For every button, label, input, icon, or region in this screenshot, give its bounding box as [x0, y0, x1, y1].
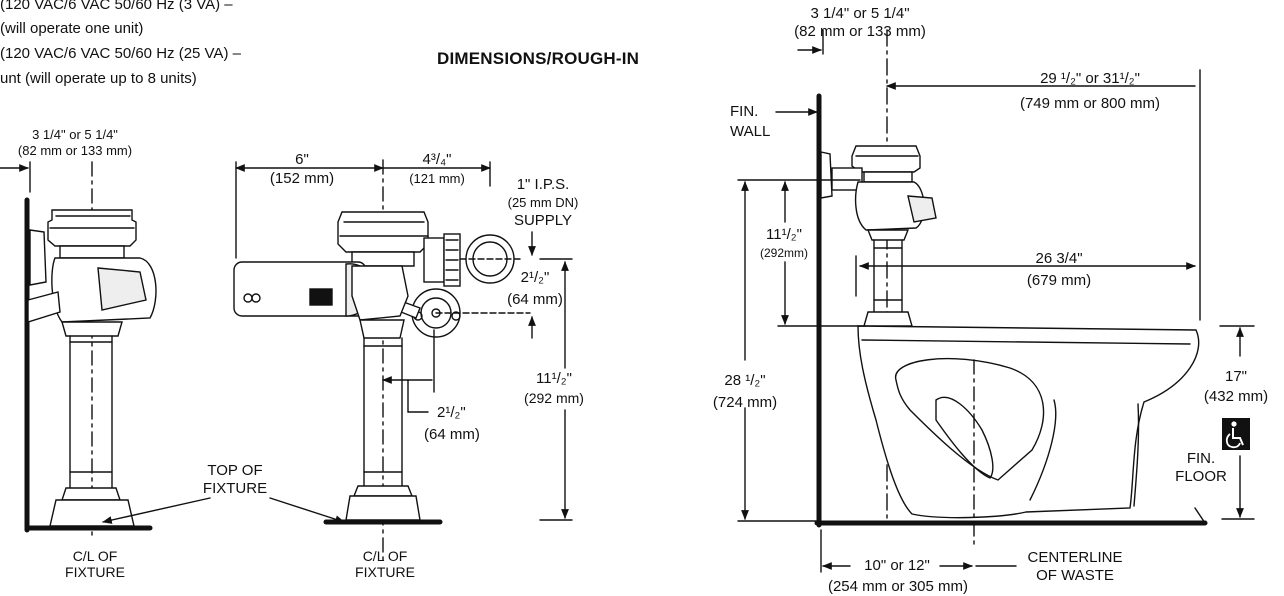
- rim-height-metric: (432 mm): [1203, 388, 1269, 405]
- supply-label-2: (25 mm DN): [507, 195, 579, 210]
- note-line-4: unt (will operate up to 8 units): [0, 70, 197, 87]
- side-offset-metric: (82 mm or 133 mm): [17, 143, 133, 158]
- supply-drop-metric: (64 mm): [507, 291, 563, 308]
- top-of-fixture-label-2: FIXTURE: [202, 480, 268, 497]
- supply-drop-imperial: 2¹/₂": [520, 269, 550, 286]
- centerline-waste-label-2: OF WASTE: [1036, 567, 1114, 584]
- front-view: [102, 159, 573, 561]
- front-centerline-label-1: C/L OF: [362, 548, 408, 564]
- front-right-imperial: 4³/₄": [422, 151, 452, 168]
- fin-floor-label-1: FIN.: [1186, 450, 1216, 467]
- waste-offset-imperial: 10" or 12": [864, 557, 930, 574]
- page-title: DIMENSIONS/ROUGH-IN: [437, 49, 640, 68]
- side-offset-imperial: 3 1/4" or 5 1/4": [32, 127, 118, 142]
- front-width-metric: (152 mm): [269, 170, 335, 187]
- front-height-metric: (292 mm): [524, 390, 584, 406]
- side-centerline-label-2: FIXTURE: [65, 564, 125, 580]
- total-height-metric: (724 mm): [712, 394, 778, 411]
- fin-wall-label-2: WALL: [730, 123, 771, 140]
- overall-depth-metric: (749 mm or 800 mm): [1019, 95, 1161, 112]
- bowl-depth-imperial: 26 3/4": [1035, 250, 1083, 267]
- side-centerline-label-1: C/L OF: [72, 548, 118, 564]
- toilet-offset-metric: (82 mm or 133 mm): [794, 23, 926, 40]
- bowl-depth-metric: (679 mm): [1026, 272, 1092, 289]
- side-view: [0, 161, 157, 541]
- note-line-2: (will operate one unit): [0, 20, 144, 37]
- front-centerline-label-2: FIXTURE: [355, 564, 415, 580]
- note-line-3: (120 VAC/6 VAC 50/60 Hz (25 VA) –: [0, 45, 241, 62]
- front-width-imperial: 6": [295, 151, 309, 168]
- fin-floor-label-2: FLOOR: [1175, 468, 1227, 485]
- tube-offset-imperial: 2¹/₂": [437, 404, 466, 421]
- fin-wall-label-1: FIN.: [730, 103, 759, 120]
- accessibility-icon: [1222, 418, 1250, 450]
- supply-label-1: 1" I.P.S.: [516, 176, 570, 193]
- front-right-metric: (121 mm): [409, 171, 465, 186]
- centerline-waste-label-1: CENTERLINE: [1027, 549, 1123, 566]
- toilet-offset-imperial: 3 1/4" or 5 1/4": [810, 5, 910, 22]
- overall-depth-imperial: 29 ¹/₂" or 31¹/₂": [1040, 70, 1140, 87]
- top-of-fixture-label-1: TOP OF: [207, 462, 263, 479]
- total-height-imperial: 28 ¹/₂": [724, 372, 766, 389]
- toilet-view: [737, 29, 1255, 573]
- tube-offset-metric: (64 mm): [424, 426, 480, 443]
- valve-height-imperial: 11¹/₂": [766, 226, 802, 243]
- rim-height-imperial: 17": [1224, 368, 1247, 385]
- front-height-imperial: 11¹/₂": [536, 370, 572, 387]
- valve-height-metric: (292mm): [759, 246, 808, 260]
- supply-label-3: SUPPLY: [513, 212, 573, 229]
- note-line-1: (120 VAC/6 VAC 50/60 Hz (3 VA) –: [0, 0, 233, 13]
- waste-offset-metric: (254 mm or 305 mm): [827, 578, 969, 595]
